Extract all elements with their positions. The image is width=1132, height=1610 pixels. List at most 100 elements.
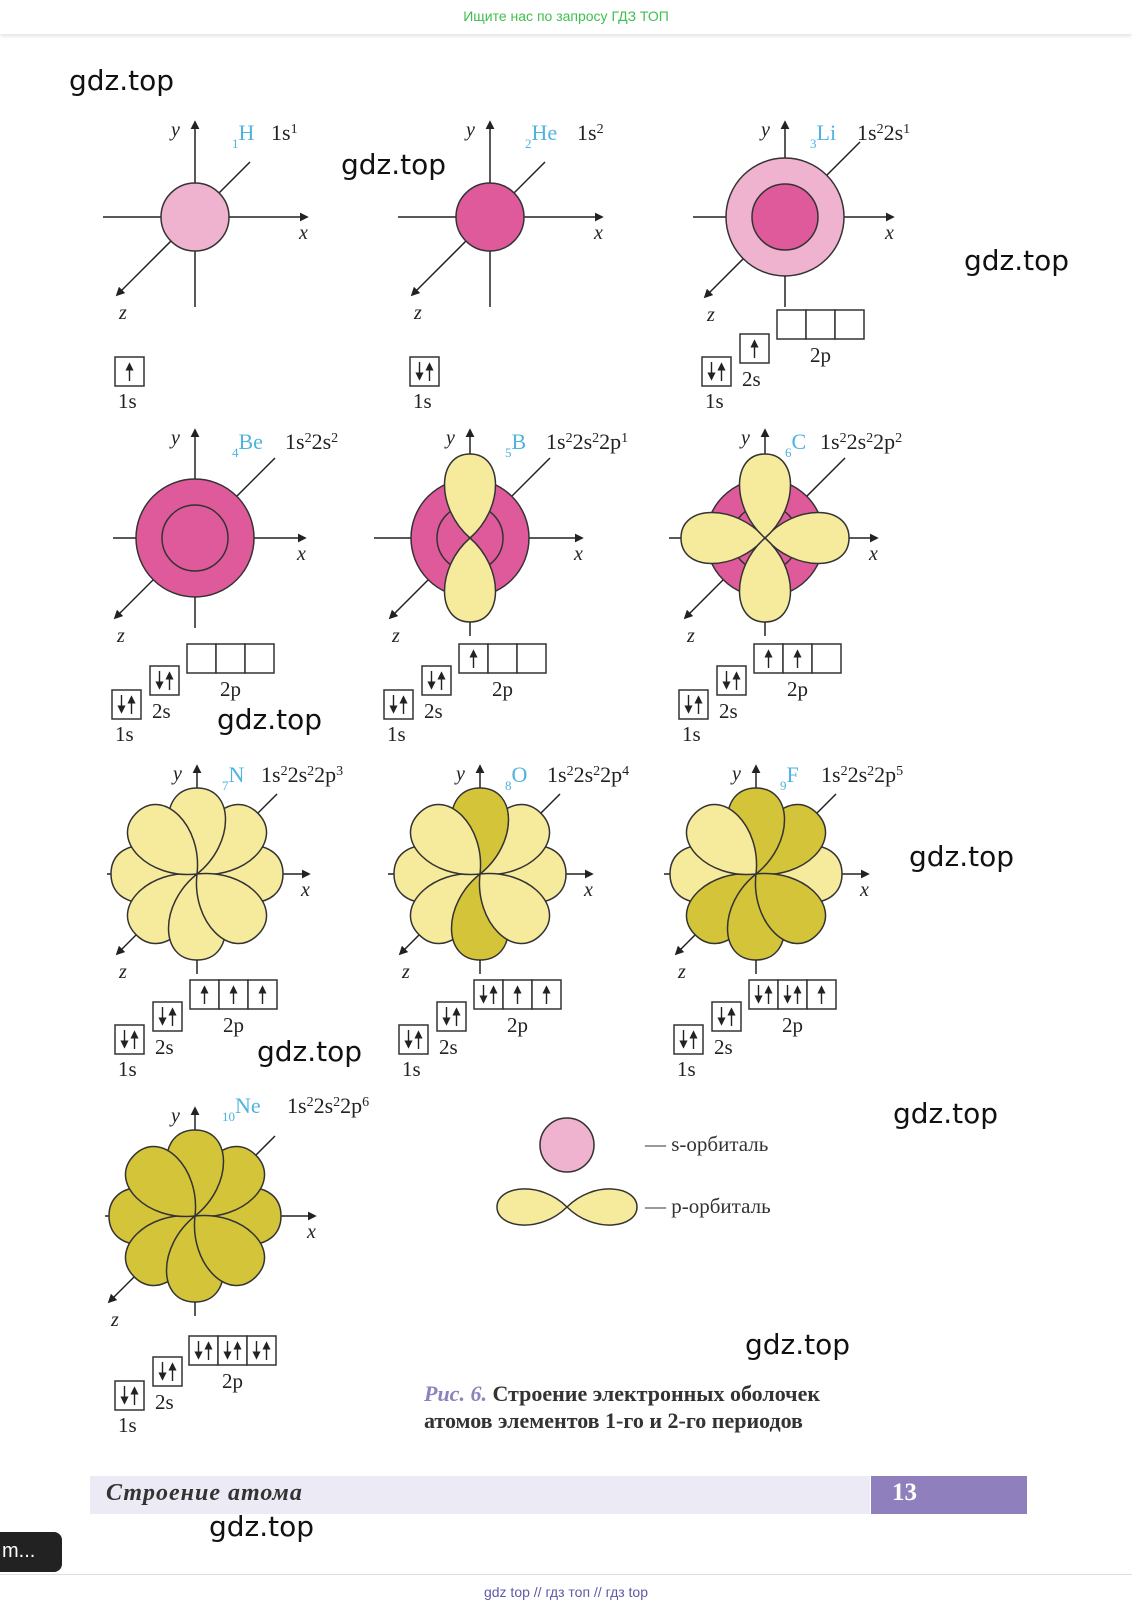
orbital-cell [805,309,836,340]
orbital-cell [244,643,275,674]
p-orbital-lobe [754,872,827,945]
watermark: gdz.top [257,1035,363,1068]
legend: — s-орбиталь — p-орбиталь [496,1117,771,1226]
sublevel-2s-label: 2s [152,699,171,723]
p-orbital-lobe [195,872,268,945]
y-axis-label: y [730,763,741,785]
orbital-cell [398,1024,429,1055]
orbital-cell [186,643,217,674]
element-symbol: 9F [780,762,799,793]
sublevel-1s-label: 1s [677,1057,696,1081]
figure-caption: Рис. 6. Строение электронных оболочек ат… [424,1380,820,1434]
p-orbital-lobe [443,453,497,539]
z-axis-label: z [413,302,422,324]
sublevel-1s-label: 1s [387,722,406,746]
y-axis-label: y [759,119,770,141]
sublevel-2p-label: 2p [810,343,831,367]
sublevel-2p-label: 2p [787,677,808,701]
watermark: gdz.top [964,244,1070,277]
sublevel-2p-label: 2p [222,1369,243,1393]
top-banner[interactable]: Ищите нас по запросу ГДЗ ТОП [0,0,1132,34]
electron-configuration: 1s22s22p3 [261,762,343,787]
element-symbol: 8O [505,762,527,793]
caption-line-1: Строение электронных оболочек [492,1381,821,1406]
s-orbital-1s [161,504,229,572]
orbital-cell [673,1024,704,1055]
sublevel-2p-label: 2p [223,1013,244,1037]
watermark: gdz.top [341,148,447,181]
sublevel-2s-label: 2s [714,1035,733,1059]
electron-configuration: 1s22s22p6 [287,1093,369,1118]
z-axis-label: z [401,961,410,983]
x-axis-label: x [593,222,603,244]
orbital-cell [246,1335,277,1366]
figure-number: Рис. 6. [424,1381,487,1406]
electron-configuration: 1s22s1 [857,120,910,145]
orbital-cell [678,689,709,720]
p-orbital-lobe [126,803,199,876]
orbital-cell [149,665,180,696]
electron-configuration: 1s22s22p1 [546,429,628,454]
sublevel-1s-label: 1s [118,389,137,413]
watermark: gdz.top [209,1510,315,1543]
p-orbital-lobe [193,1214,266,1287]
element-symbol: 1H [232,120,255,151]
electron-configuration: 1s22s2 [285,429,338,454]
y-axis-label: y [169,427,180,449]
p-orbital-lobe [124,1145,197,1218]
sublevel-2s-label: 2s [719,699,738,723]
orbital-cell [436,1001,467,1032]
orbital-cell [421,665,452,696]
sublevel-2p-label: 2p [507,1013,528,1037]
sublevel-1s-label: 1s [115,722,134,746]
x-axis-label: x [300,879,310,901]
sublevel-1s-label: 1s [118,1413,137,1437]
x-axis-label: x [859,879,869,901]
bottom-links[interactable]: gdz top // гдз топ // гдз top [0,1574,1132,1610]
sublevel-2p-label: 2p [220,677,241,701]
page-number: 13 [892,1479,917,1506]
sublevel-2s-label: 2s [742,367,761,391]
x-axis-label: x [583,879,593,901]
orbital-cell [716,665,747,696]
sublevel-2p-label: 2p [492,677,513,701]
sublevel-1s-label: 1s [682,722,701,746]
electron-configuration: 1s22s22p5 [821,762,903,787]
watermark: gdz.top [909,840,1015,873]
element-symbol: 4Be [232,429,263,460]
y-axis-label: y [454,763,465,785]
p-orbital-lobe [680,511,766,565]
sublevel-1s-label: 1s [118,1057,137,1081]
x-axis-label: x [884,222,894,244]
z-axis-label: z [686,625,695,647]
top-banner-text: Ищите нас по запросу ГДЗ ТОП [463,8,669,24]
side-menu-button[interactable]: m... [0,1532,62,1572]
s-orbital-1s [751,183,819,251]
sublevel-1s-label: 1s [705,389,724,413]
sublevel-2s-label: 2s [424,699,443,723]
watermark: gdz.top [217,703,323,736]
sublevel-2s-label: 2s [155,1035,174,1059]
orbital-cell [701,356,732,387]
orbital-cell [811,643,842,674]
orbital-cell [217,1335,248,1366]
caption-line-2: атомов элементов 1-го и 2-го периодов [424,1408,803,1433]
y-axis-label: y [169,119,180,141]
x-axis-label: x [306,1221,316,1243]
y-axis-label: y [169,1105,180,1127]
element-symbol: 6C [785,429,806,460]
y-axis-label: y [739,427,750,449]
electron-configuration: 1s22s22p4 [547,762,629,787]
element-symbol: 3Li [810,120,836,151]
sublevel-1s-label: 1s [402,1057,421,1081]
sublevel-2s-label: 2s [155,1390,174,1414]
orbital-cell [473,979,504,1010]
orbital-cell [777,979,808,1010]
element-symbol: 2He [525,120,557,151]
p-orbital-lobe [409,803,482,876]
